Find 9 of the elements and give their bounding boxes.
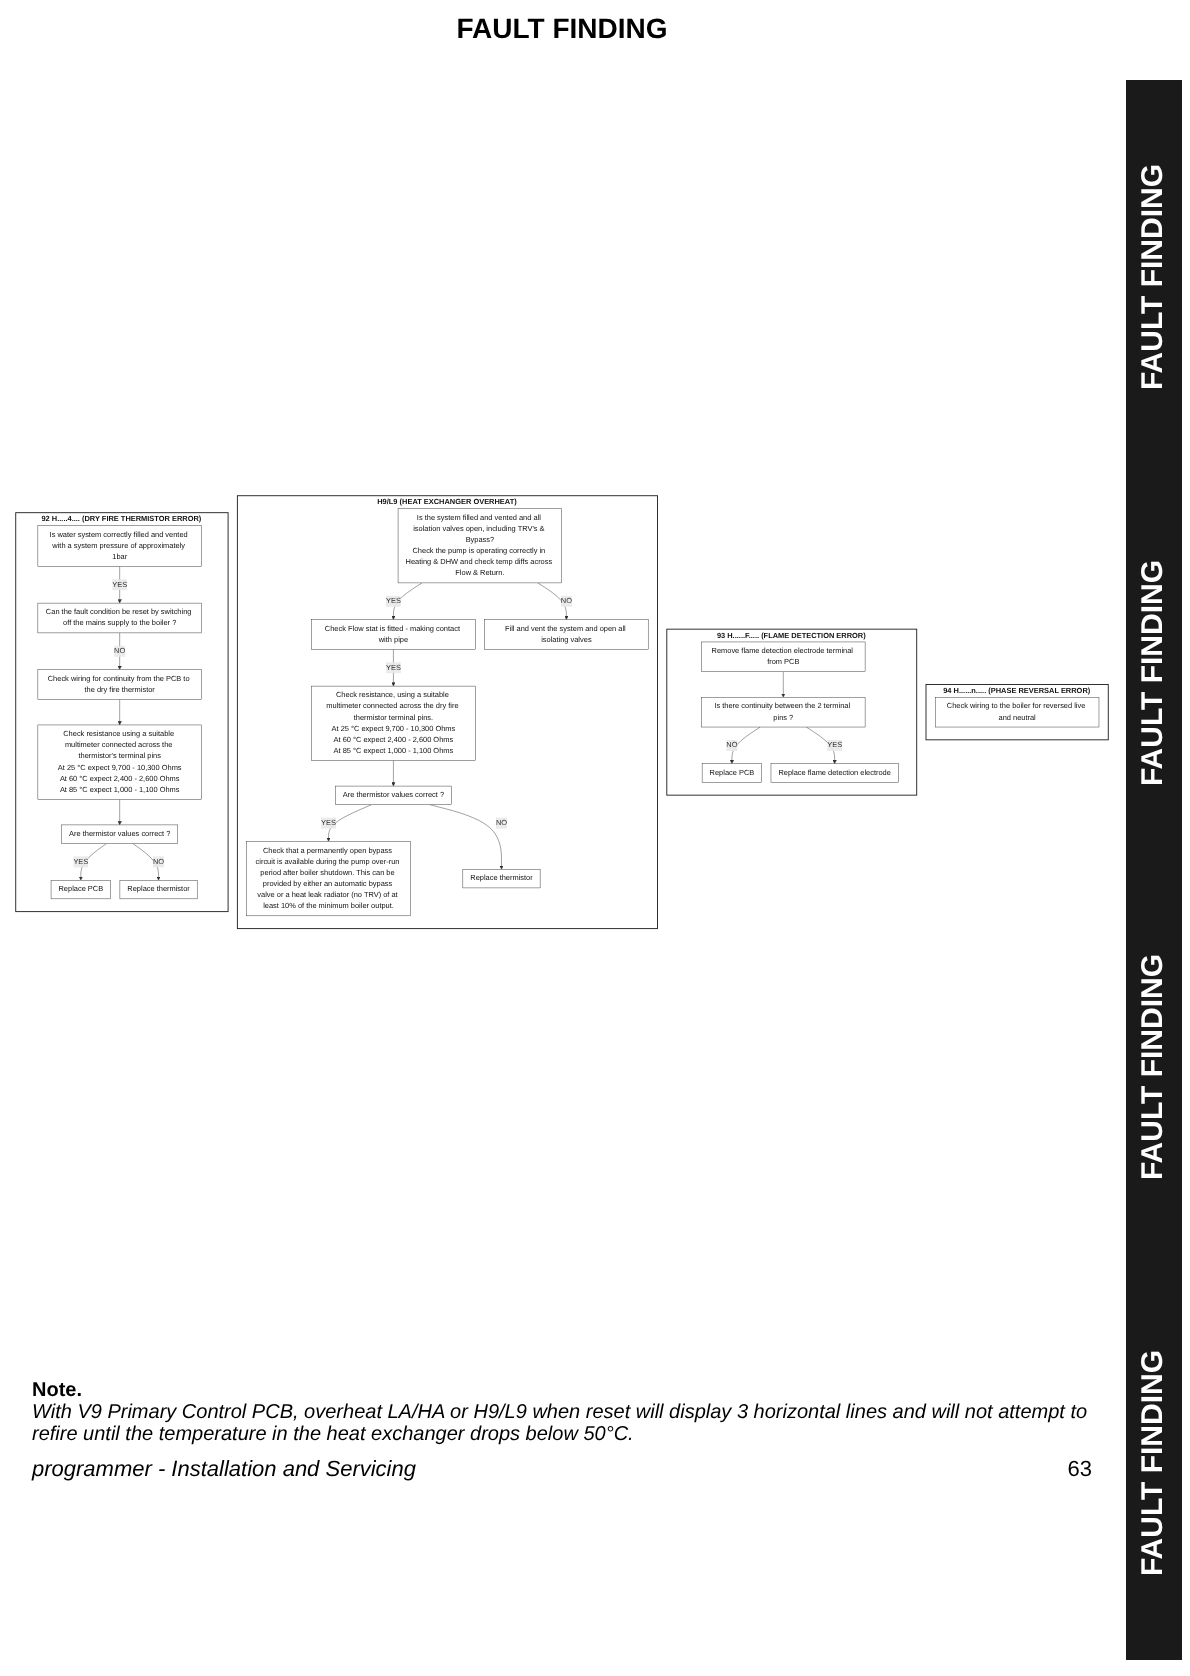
banner-text: FAULT FINDING	[1137, 559, 1171, 786]
page-title: FAULT FINDING	[454, 12, 670, 44]
banner-text: FAULT FINDING	[1137, 1349, 1171, 1576]
banner-text: FAULT FINDING	[1137, 164, 1171, 391]
note-heading: Note.	[32, 1380, 84, 1402]
note-text: With V9 Primary Control PCB, overheat LA/HA or H9/L9 when reset will display 3 horizontal lines and will not attempt to refire until the temperature in the heat exchanger drops below 50°C.	[32, 1402, 1090, 1446]
banner-text: FAULT FINDING	[1137, 954, 1171, 1181]
page-number: 63	[1067, 1458, 1092, 1482]
footer-text: programmer - Installation and Servicing	[32, 1458, 416, 1482]
